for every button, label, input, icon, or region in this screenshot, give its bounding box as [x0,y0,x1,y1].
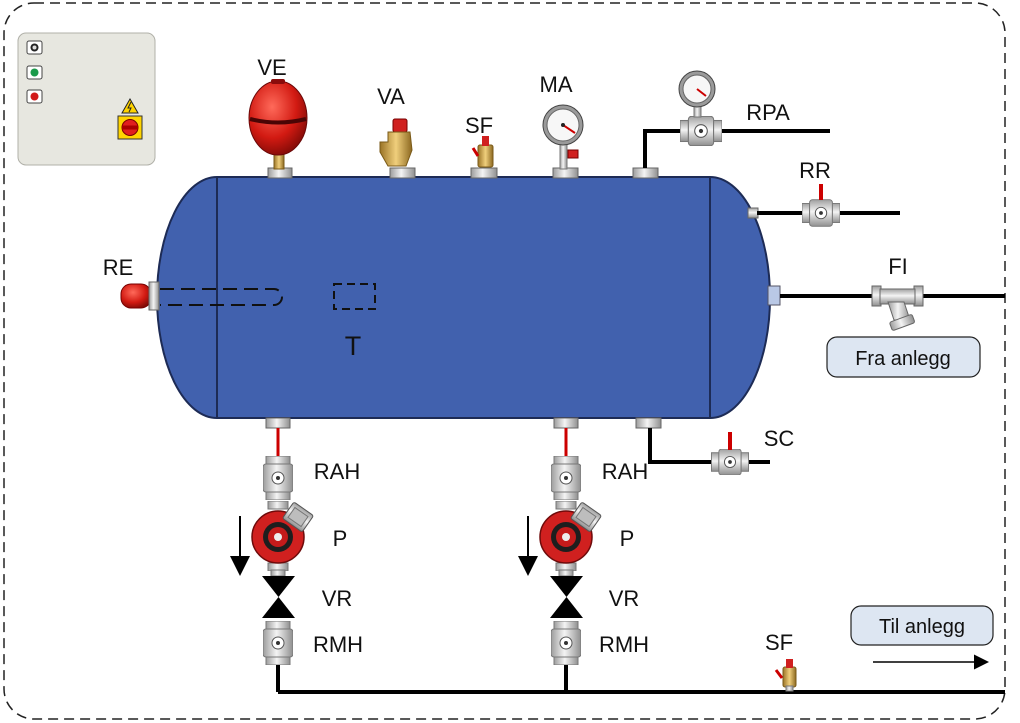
p-label-1: P [333,526,348,551]
til-anlegg-label: Til anlegg [879,616,965,638]
air-vent-bottom [774,659,797,692]
re-label: RE [103,255,134,280]
fi-label: FI [888,254,908,279]
sf-top-label: SF [465,113,493,138]
electric-heater [120,281,283,311]
system-boundary [3,2,1006,720]
expansion-vessel [248,79,308,179]
rah-label-2: RAH [602,459,648,484]
rmh-label-2: RMH [599,632,649,657]
sc-valve [711,449,749,475]
rah-valve-2 [551,456,581,500]
indicator-lamp-red-icon [26,89,43,104]
p-label-2: P [620,526,635,551]
rr-branch [747,184,900,227]
filter-branch [767,285,1005,331]
safety-valve [379,118,416,179]
rr-label: RR [799,158,831,183]
fra-anlegg-box: Fra anlegg [826,336,981,378]
sc-branch [635,417,770,475]
rah-valve-1 [263,456,293,500]
pump-stack-2 [518,417,602,692]
pump-1 [251,501,314,571]
rpa-branch [632,70,830,179]
heater-element [160,288,283,306]
control-panel [17,32,156,166]
til-anlegg-box: Til anlegg [850,605,994,646]
rmh-valve-2 [551,621,581,665]
y-strainer-icon [871,285,924,331]
check-valve-2 [550,576,583,618]
indicator-lamp-white-icon [26,40,43,55]
sc-label: SC [764,426,795,451]
ma-label: MA [540,72,573,97]
t-label: T [345,331,362,361]
rr-valve [802,199,840,227]
va-label: VA [377,84,405,109]
vr-label-2: VR [609,586,640,611]
pump-stack-1 [230,417,314,692]
ve-label: VE [257,55,286,80]
high-voltage-warning-icon [121,97,139,114]
pump-2 [539,501,602,571]
sf-bottom-label: SF [765,630,793,655]
air-vent-top [470,136,498,179]
check-valve-1 [262,576,295,618]
vr-label-1: VR [322,586,353,611]
rpa-label: RPA [746,100,790,125]
indicator-lamp-green-icon [26,65,43,80]
temperature-sensor [333,283,376,310]
main-switch-icon [117,115,143,140]
rmh-valve-1 [263,621,293,665]
tank [156,176,771,419]
fra-anlegg-label: Fra anlegg [855,348,951,370]
rmh-label-1: RMH [313,632,363,657]
manometer [542,104,584,179]
rah-label-1: RAH [314,459,360,484]
